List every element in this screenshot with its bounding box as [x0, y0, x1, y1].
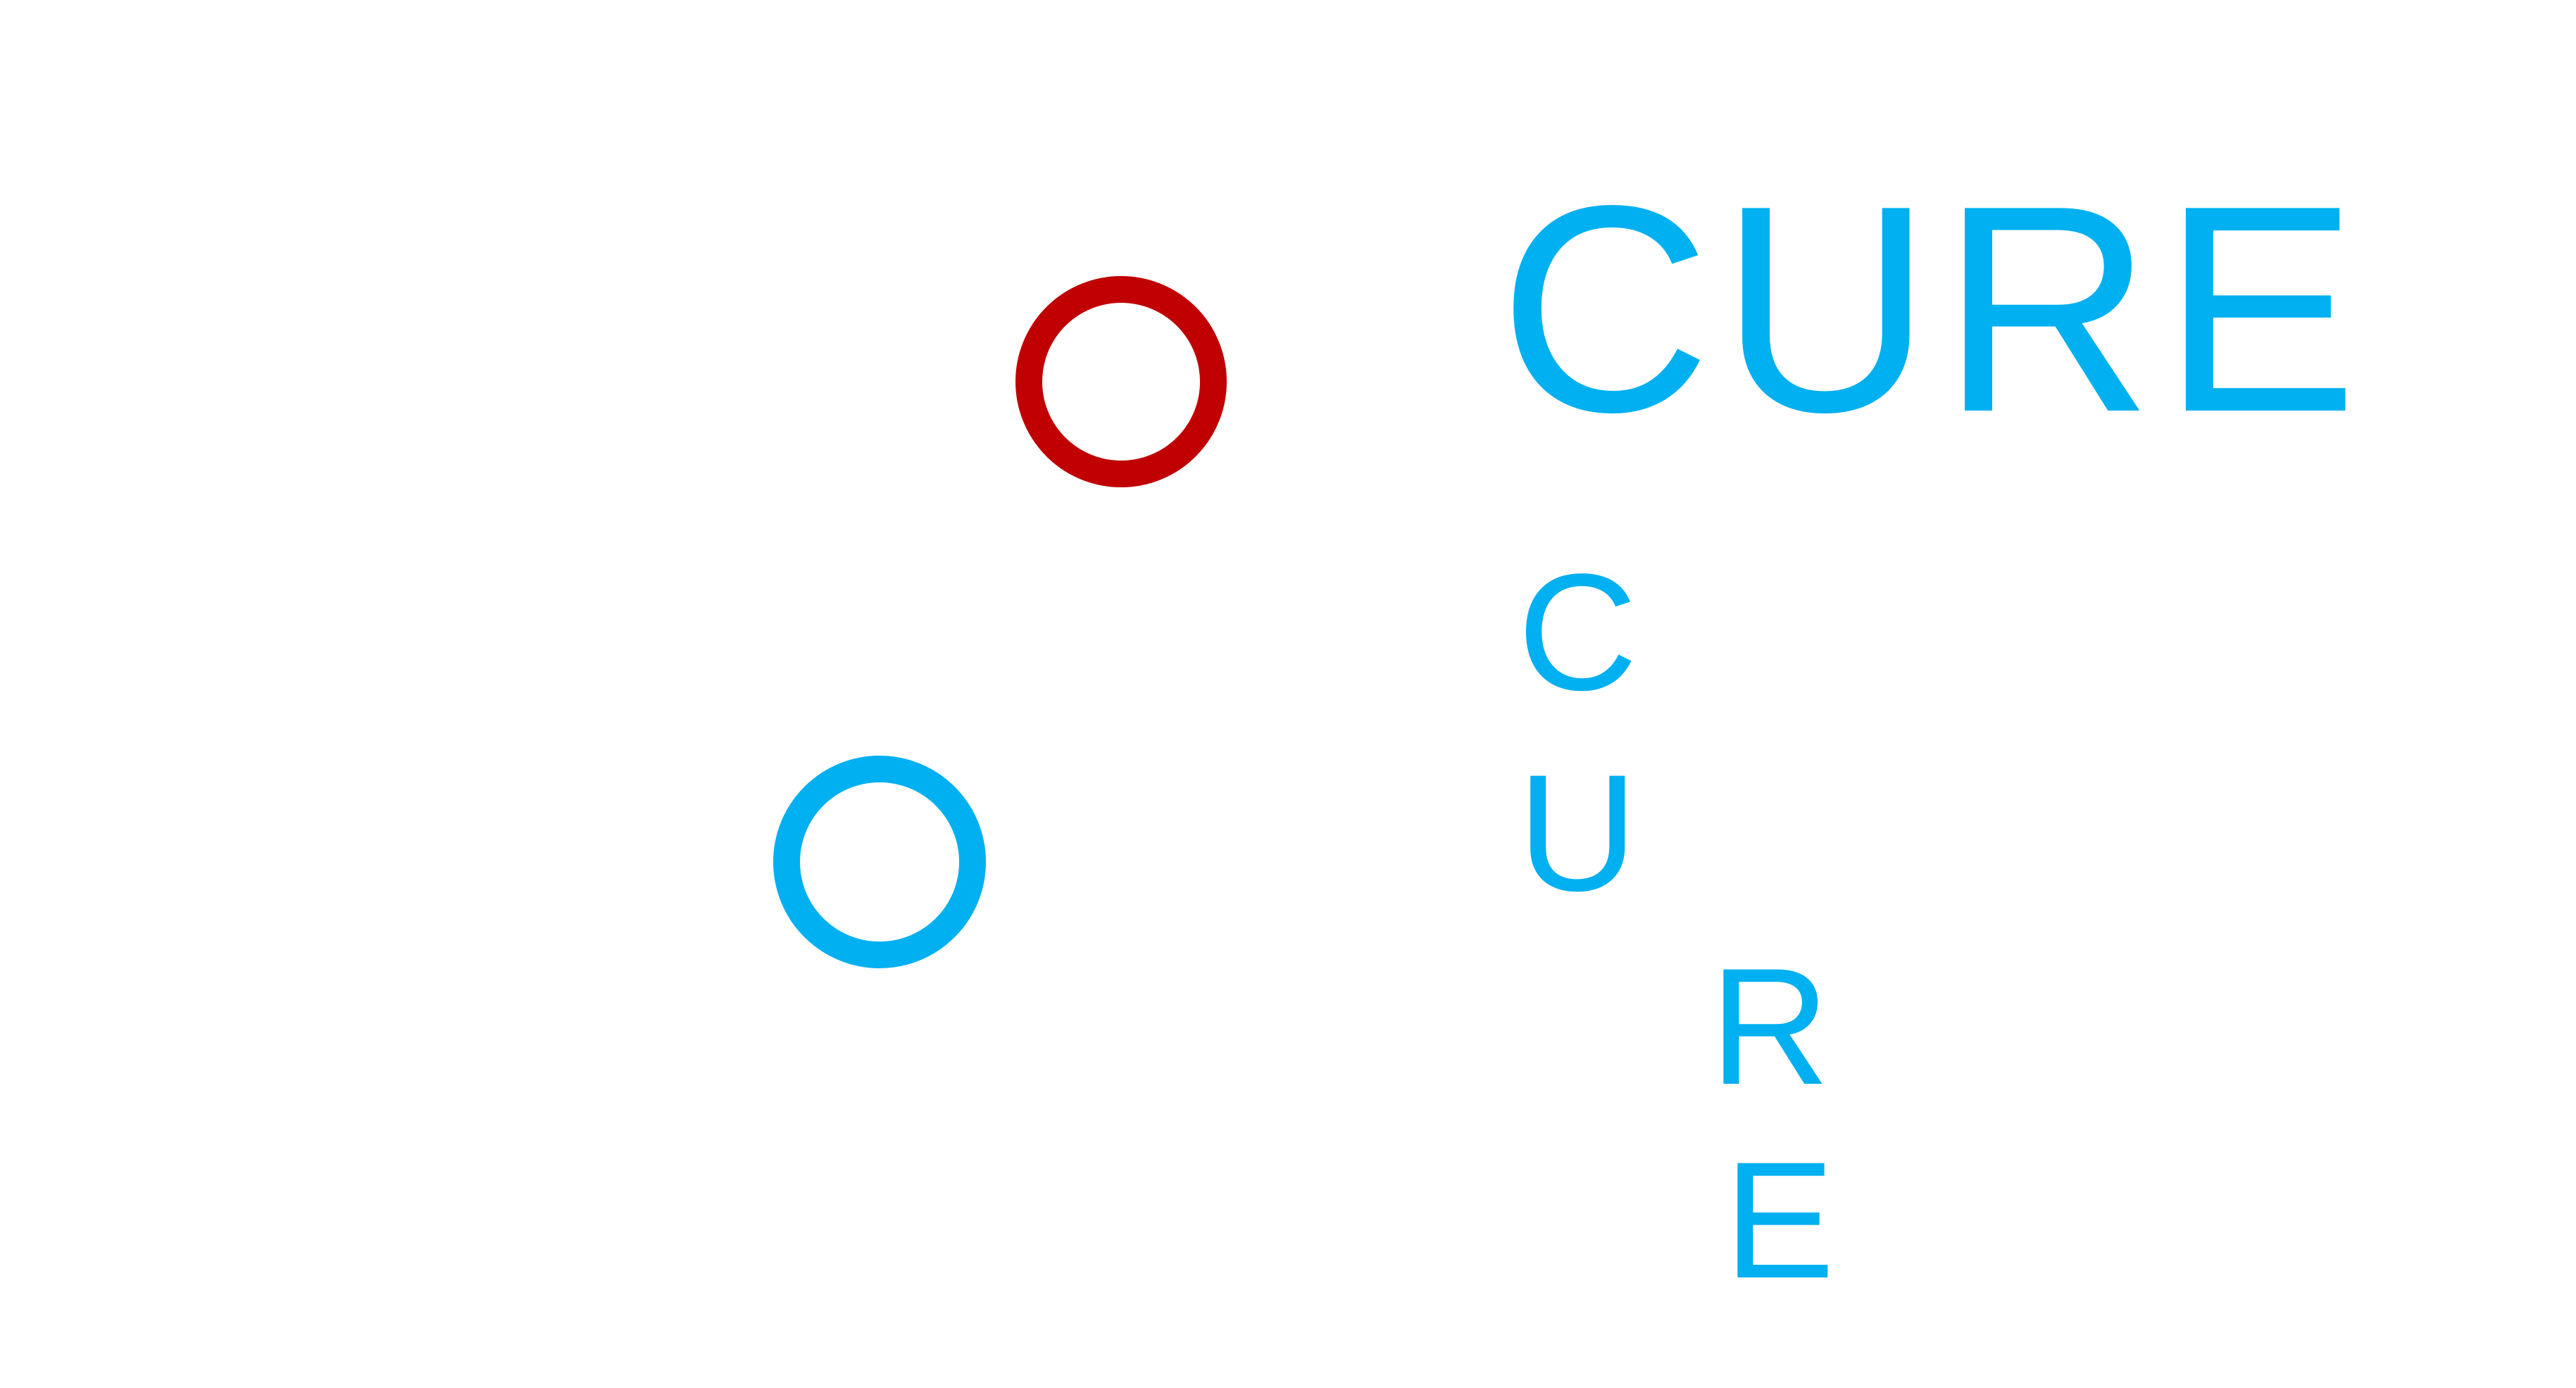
letter-r: R [1710, 934, 1830, 1120]
cure-word: CURE [1499, 144, 2367, 473]
red-ring [1015, 276, 1227, 487]
letter-c: C [1518, 539, 1638, 725]
letter-u: U [1518, 740, 1638, 926]
blue-ring [773, 756, 986, 968]
letter-e: E [1724, 1127, 1835, 1313]
